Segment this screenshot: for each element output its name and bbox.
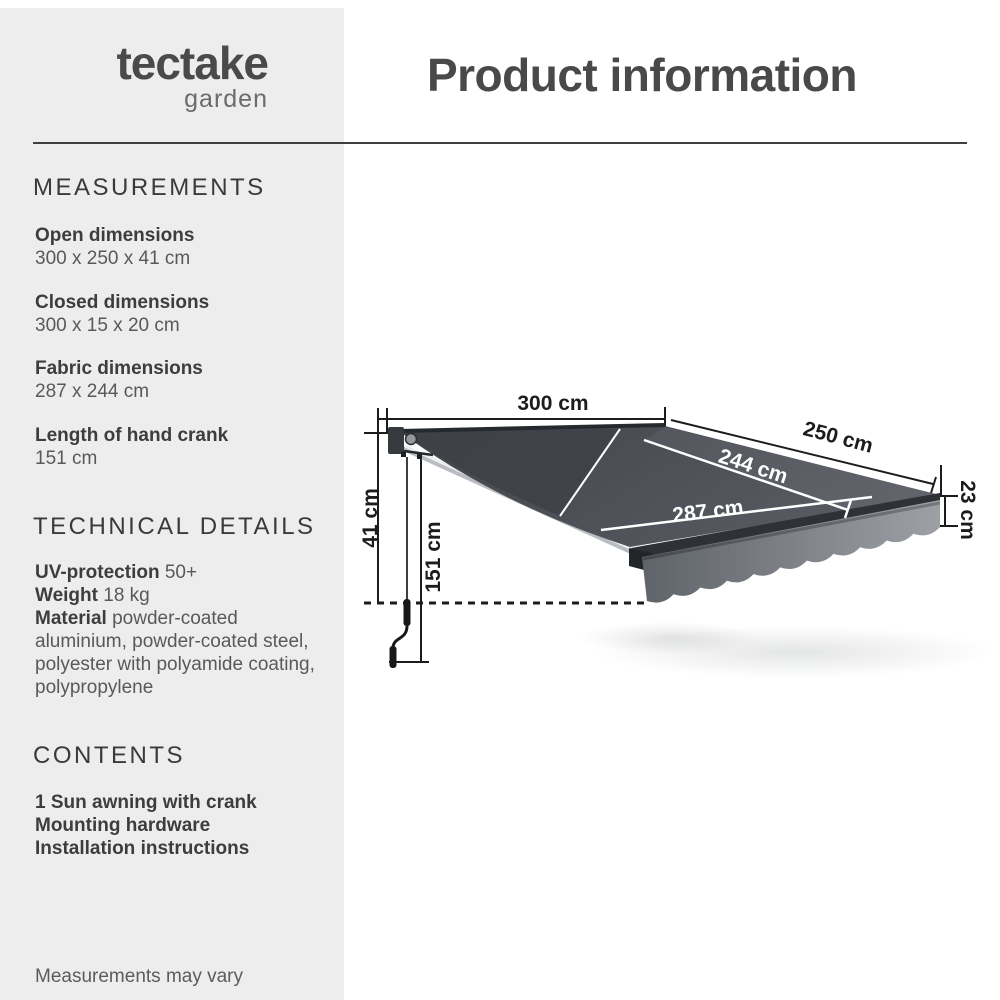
ground-shadow	[580, 622, 760, 654]
dim-width-label: 300 cm	[517, 392, 588, 415]
measurement-value: 151 cm	[35, 448, 98, 469]
technical-details: UV-protection 50+ Weight 18 kg Material …	[35, 561, 327, 699]
dim-height-label: 41 cm	[359, 488, 382, 548]
measurement-label: Fabric dimensions	[35, 358, 203, 379]
uv-value: 50+	[164, 562, 198, 583]
page-title: Product information	[426, 49, 858, 101]
measurements-heading: MEASUREMENTS	[33, 174, 266, 201]
measurement-value: 300 x 15 x 20 cm	[35, 315, 180, 336]
technical-heading: TECHNICAL DETAILS	[33, 513, 316, 540]
measurement-label: Open dimensions	[35, 225, 195, 246]
contents-list: 1 Sun awning with crank Mounting hardwar…	[35, 791, 327, 860]
sidebar: tectake garden MEASUREMENTS Open dimensi…	[0, 8, 344, 1000]
brand-name: tectake	[116, 37, 269, 89]
fabric-seam	[559, 428, 621, 517]
uv-label: UV-protection	[35, 562, 160, 583]
front-bar	[631, 493, 940, 559]
measurement-item: Length of hand crank 151 cm	[35, 424, 327, 470]
contents-item: 1 Sun awning with crank	[35, 792, 257, 813]
fabric-measure-lines	[600, 438, 873, 532]
measurement-value: 300 x 250 x 41 cm	[35, 248, 191, 269]
dim-valance-label: 23 cm	[956, 480, 979, 540]
valance-top-shadow	[642, 501, 941, 561]
weight-value: 18 kg	[103, 585, 150, 606]
wall-bracket	[388, 427, 434, 459]
dim-crank-label: 151 cm	[422, 521, 445, 592]
dimension-lines	[364, 407, 958, 663]
valance	[642, 500, 940, 603]
dim-depth-label: 250 cm	[801, 417, 876, 458]
measurement-item: Closed dimensions 300 x 15 x 20 cm	[35, 291, 327, 337]
disclaimer-note: Measurements may vary	[35, 966, 244, 987]
hand-crank	[389, 457, 411, 668]
roller-tube	[399, 423, 666, 433]
contents-item: Mounting hardware	[35, 815, 211, 836]
measurement-label: Length of hand crank	[35, 425, 229, 446]
material-label: Material	[35, 608, 107, 629]
fabric-sheen	[644, 427, 940, 510]
measurement-value: 287 x 244 cm	[35, 381, 150, 402]
measurement-item: Open dimensions 300 x 250 x 41 cm	[35, 224, 327, 270]
measurement-label: Closed dimensions	[35, 292, 210, 313]
brand-logo: tectake garden	[0, 37, 269, 114]
contents-heading: CONTENTS	[33, 742, 185, 769]
awning-fabric-left-panel	[400, 429, 620, 516]
brand-sub: garden	[184, 84, 268, 113]
weight-label: Weight	[35, 585, 98, 606]
contents-item: Installation instructions	[35, 838, 250, 859]
header-divider	[33, 142, 967, 144]
material-value: powder-coated aluminium, powder-coated s…	[35, 608, 315, 698]
measurement-item: Fabric dimensions 287 x 244 cm	[35, 357, 327, 403]
